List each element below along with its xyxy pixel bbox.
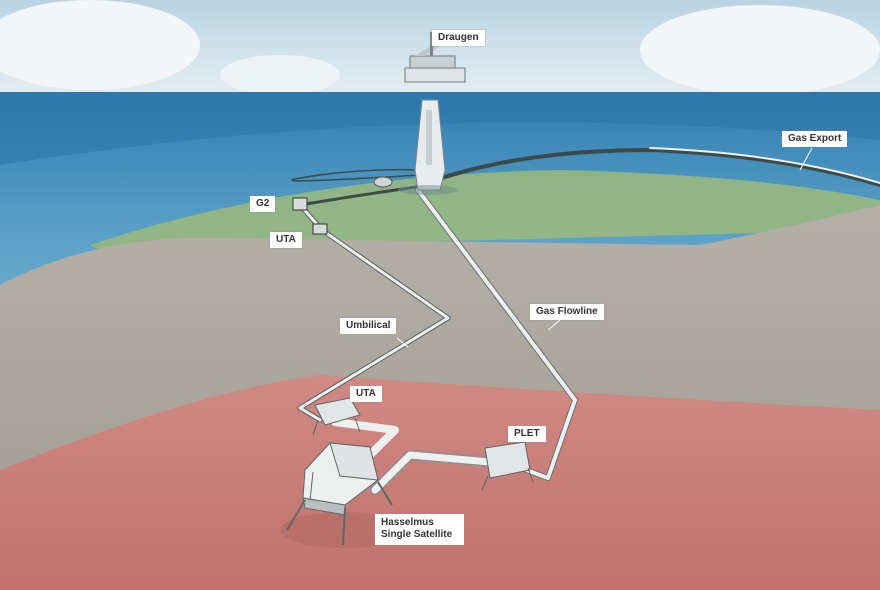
cloud (0, 0, 200, 90)
uta-to-satellite-jumpers (331, 418, 399, 459)
gas-export-pipeline-highlight (649, 147, 880, 184)
label-plet: PLET (508, 426, 546, 442)
sea-surface-curve (0, 92, 880, 165)
label-draugen: Draugen (432, 30, 485, 46)
label-hasselmus-satellite: Hasselmus Single Satellite (375, 514, 465, 545)
label-uta-bottom: UTA (350, 386, 382, 402)
label-gas-export: Gas Export (782, 131, 848, 147)
cloud (220, 55, 340, 95)
platform-loop-line (291, 168, 421, 182)
label-uta-top: UTA (270, 232, 302, 248)
leader-lines (396, 147, 813, 348)
pipelines (291, 147, 880, 495)
cloud (640, 5, 880, 95)
label-umbilical: Umbilical (340, 318, 397, 334)
subsea-structure (373, 176, 393, 188)
label-g2: G2 (250, 196, 276, 212)
gas-export-pipeline (428, 148, 880, 187)
g2-template (292, 197, 308, 211)
label-satellite-line1: Hasselmus (381, 517, 434, 528)
seabed-red (0, 375, 880, 590)
satellite-to-plet-jumper-highlight (371, 451, 494, 494)
uta-top-unit (312, 223, 328, 235)
umbilical-line-highlight (298, 203, 450, 422)
uta-bottom-unit (312, 397, 361, 436)
shelf-green (90, 170, 880, 250)
plet-unit (481, 441, 534, 491)
label-gas-flowline: Gas Flowline (530, 304, 604, 320)
label-satellite-line2: Single Satellite (381, 529, 453, 540)
